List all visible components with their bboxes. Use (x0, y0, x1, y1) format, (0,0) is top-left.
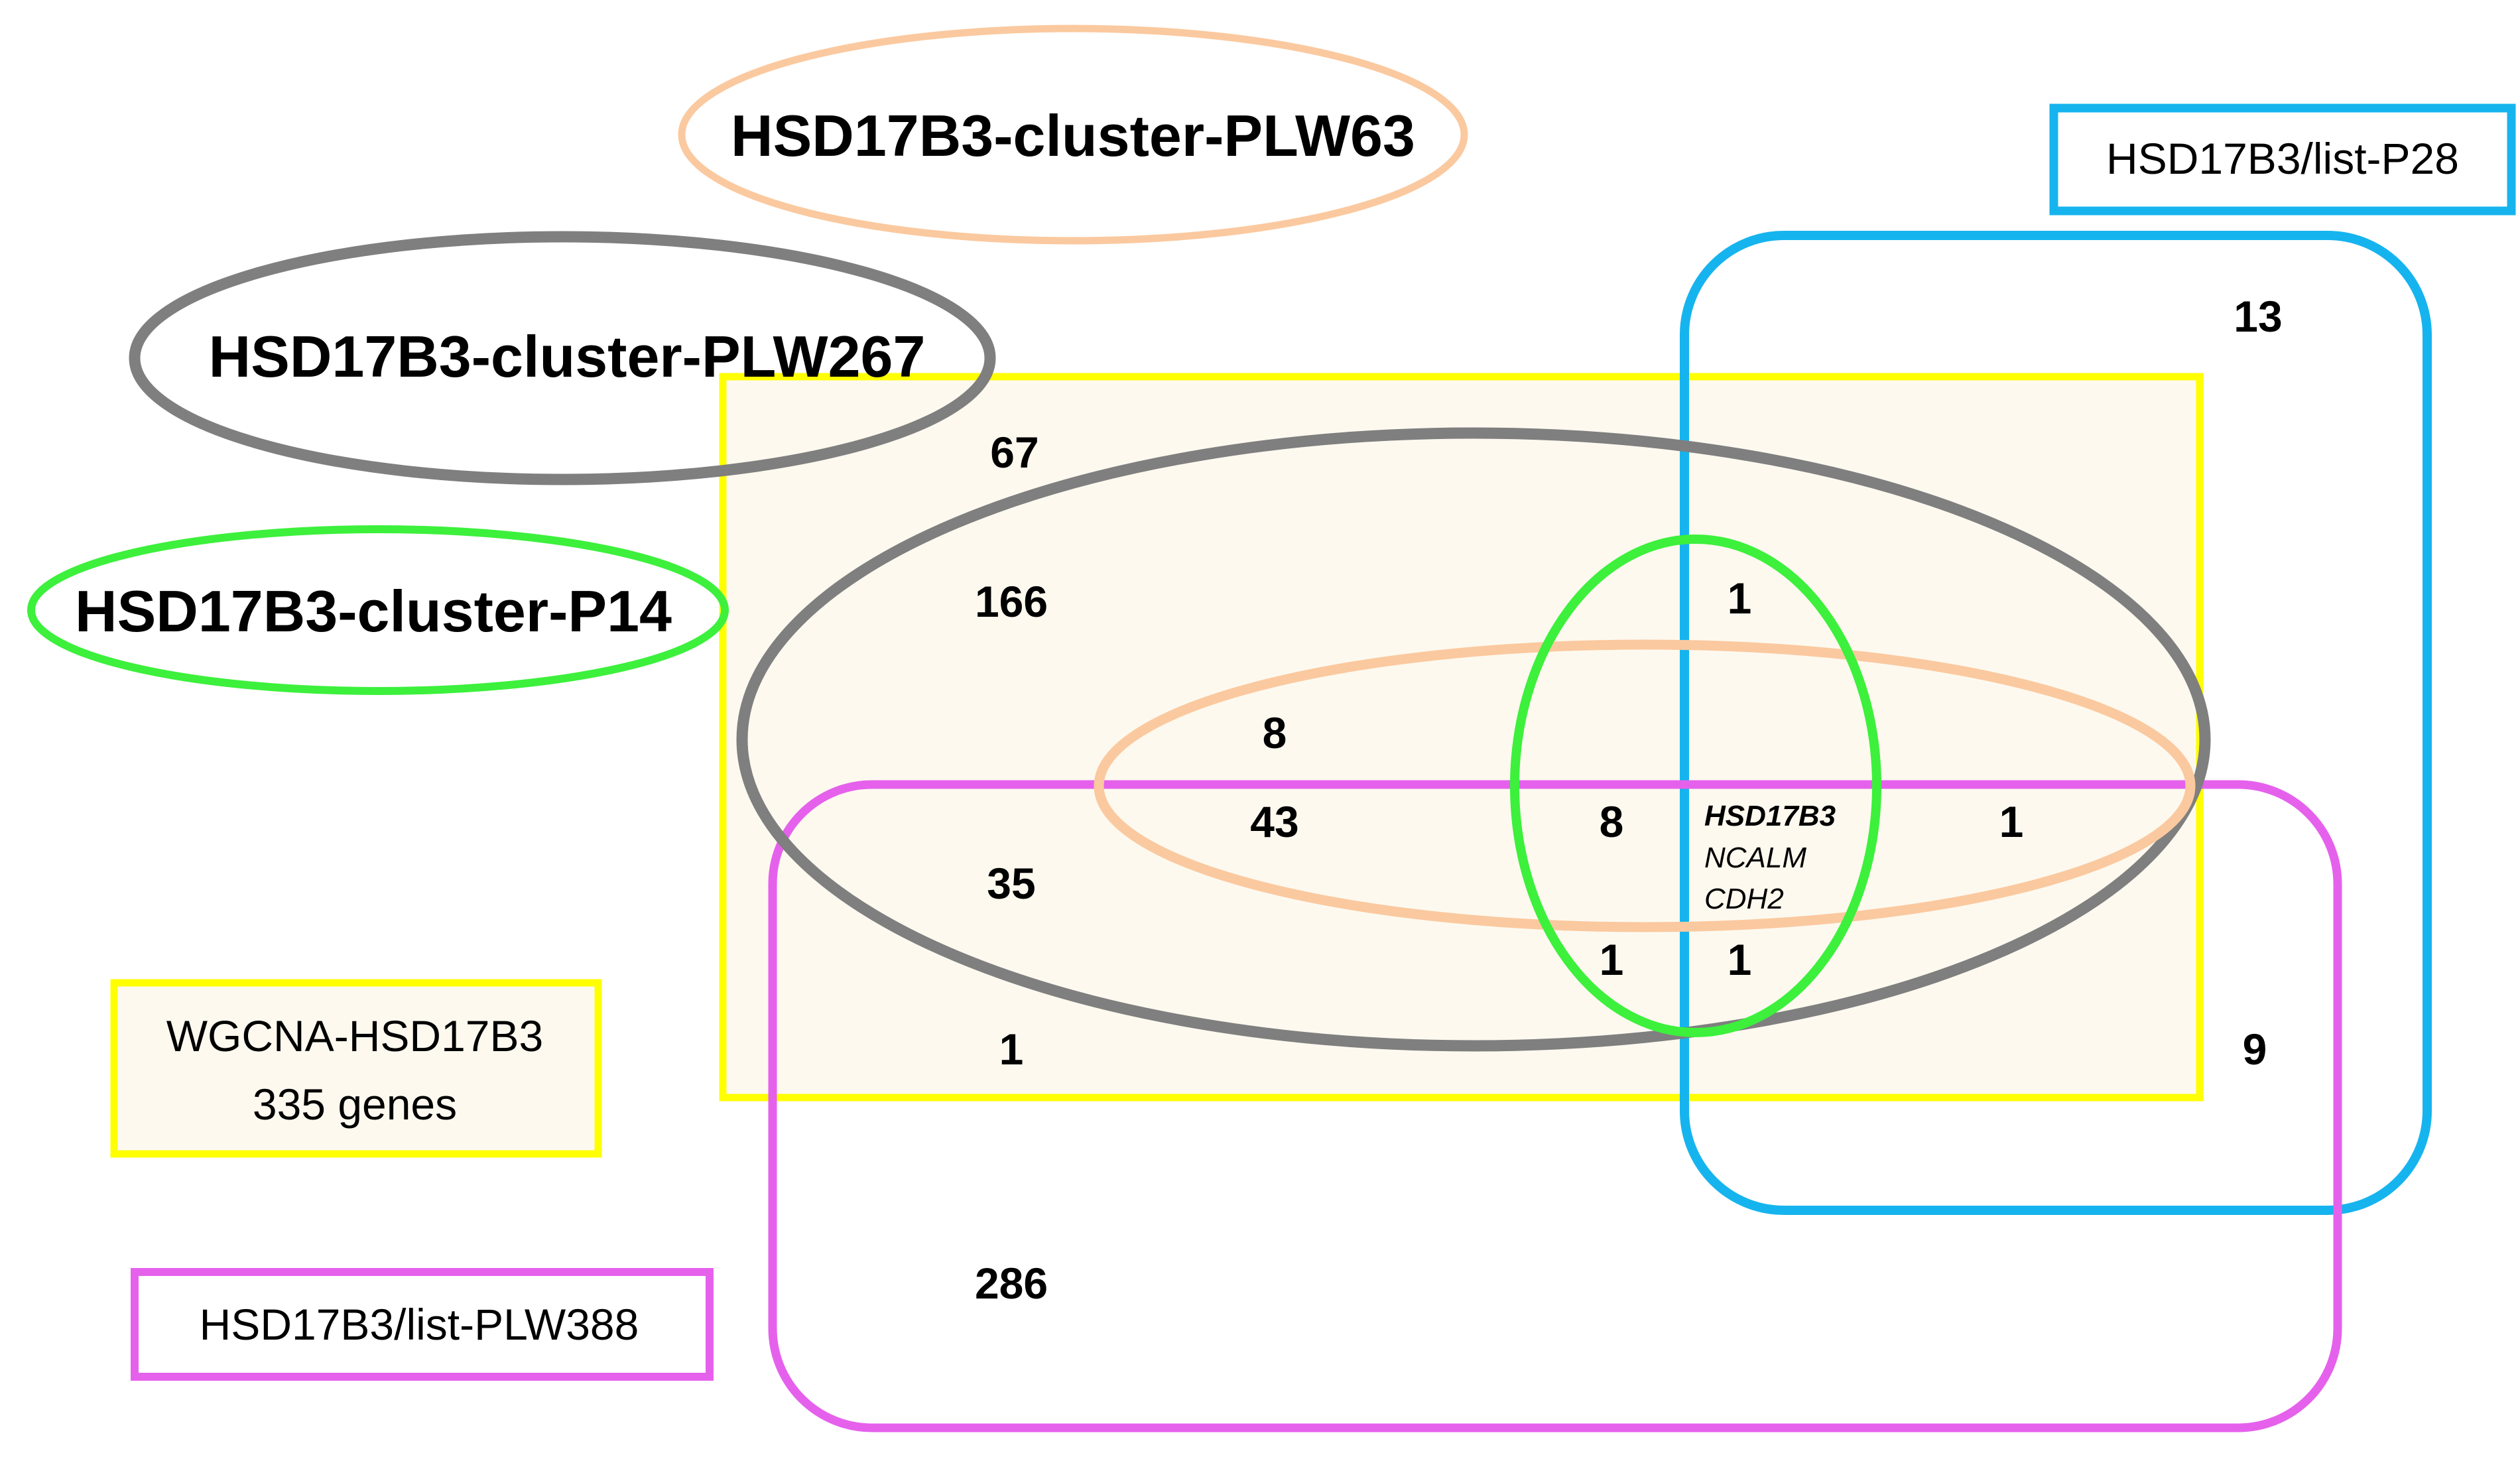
count-wgcna-plw267-plw388: 35 (987, 859, 1035, 908)
count-p14-plw267-plw388-p28: 1 (1728, 935, 1752, 984)
plw388-legend-label: HSD17B3/list-PLW388 (200, 1300, 639, 1349)
plw388-legend-box (131, 1268, 714, 1381)
wgcna-legend-label-line2: 335 genes (253, 1080, 457, 1129)
wgcna-legend-box (110, 979, 602, 1158)
p28-set-region (1680, 231, 2432, 1215)
count-plw63-plw388-p28: 1 (1999, 797, 2024, 846)
p14-set-region (1510, 535, 1881, 1037)
count-p14-plw267-p28: 1 (1728, 574, 1752, 623)
plw63-legend-ellipse (678, 25, 1468, 245)
plw63-set-region (1094, 639, 2196, 932)
count-wgcna-plw267-plw63: 8 (1263, 708, 1287, 757)
wgcna-legend-label-line1: WGCNA-HSD17B3 (166, 1011, 543, 1060)
shared-gene-3: CDH2 (1704, 883, 1784, 915)
shared-gene-1: HSD17B3 (1704, 800, 1836, 832)
count-p28-only: 13 (2234, 292, 2282, 341)
count-p14-plw63-plw388: 8 (1600, 797, 1624, 846)
count-plw388-only: 286 (975, 1259, 1048, 1308)
plw267-legend-ellipse (129, 231, 996, 485)
count-wgcna-plw388: 1 (999, 1025, 1024, 1074)
plw388-set-region (768, 780, 2342, 1432)
p28-legend-box (2049, 103, 2516, 216)
count-wgcna-plw267-plw63-plw388: 43 (1250, 797, 1298, 846)
plw63-legend-label: HSD17B3-cluster-PLW63 (731, 103, 1415, 168)
shared-gene-2: NCALM (1704, 842, 1806, 874)
count-wgcna-plw267: 166 (975, 577, 1048, 626)
count-p14-plw267-plw388: 1 (1600, 935, 1624, 984)
count-wgcna-p28-plw388: 9 (2243, 1025, 2267, 1074)
wgcna-set-region (719, 373, 2204, 1102)
p14-legend-ellipse (27, 525, 729, 695)
count-wgcna-only: 67 (990, 428, 1039, 477)
plw267-set-region (736, 427, 2211, 1052)
p14-legend-label: HSD17B3-cluster-P14 (75, 578, 672, 644)
plw267-legend-label: HSD17B3-cluster-PLW267 (209, 324, 926, 389)
p28-legend-label: HSD17B3/list-P28 (2106, 134, 2459, 183)
